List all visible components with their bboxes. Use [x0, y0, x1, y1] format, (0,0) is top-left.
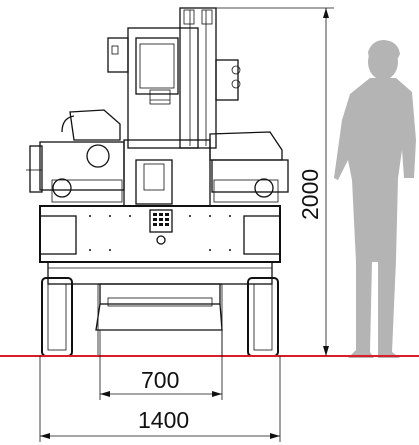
overall-width-dimension: 1400	[39, 356, 281, 442]
height-label: 2000	[297, 169, 323, 220]
overall-width-label: 1400	[138, 407, 189, 433]
side-box	[107, 37, 129, 73]
person-silhouette	[334, 40, 416, 358]
right-side-panel	[243, 215, 281, 255]
right-track	[221, 277, 279, 357]
left-side-panel	[39, 215, 77, 255]
bolt-row	[89, 215, 231, 251]
left-outrigger	[39, 141, 125, 191]
left-track	[41, 277, 99, 357]
mast-frame	[127, 27, 199, 149]
machine-front-view	[26, 7, 289, 357]
track-width-label: 700	[141, 367, 179, 393]
central-column	[123, 139, 211, 207]
track-width-dimension: 700	[99, 330, 223, 400]
control-panel	[135, 37, 179, 95]
keypad-panel	[149, 209, 173, 245]
right-outrigger	[211, 159, 289, 193]
height-dimension: 2000	[212, 7, 334, 356]
